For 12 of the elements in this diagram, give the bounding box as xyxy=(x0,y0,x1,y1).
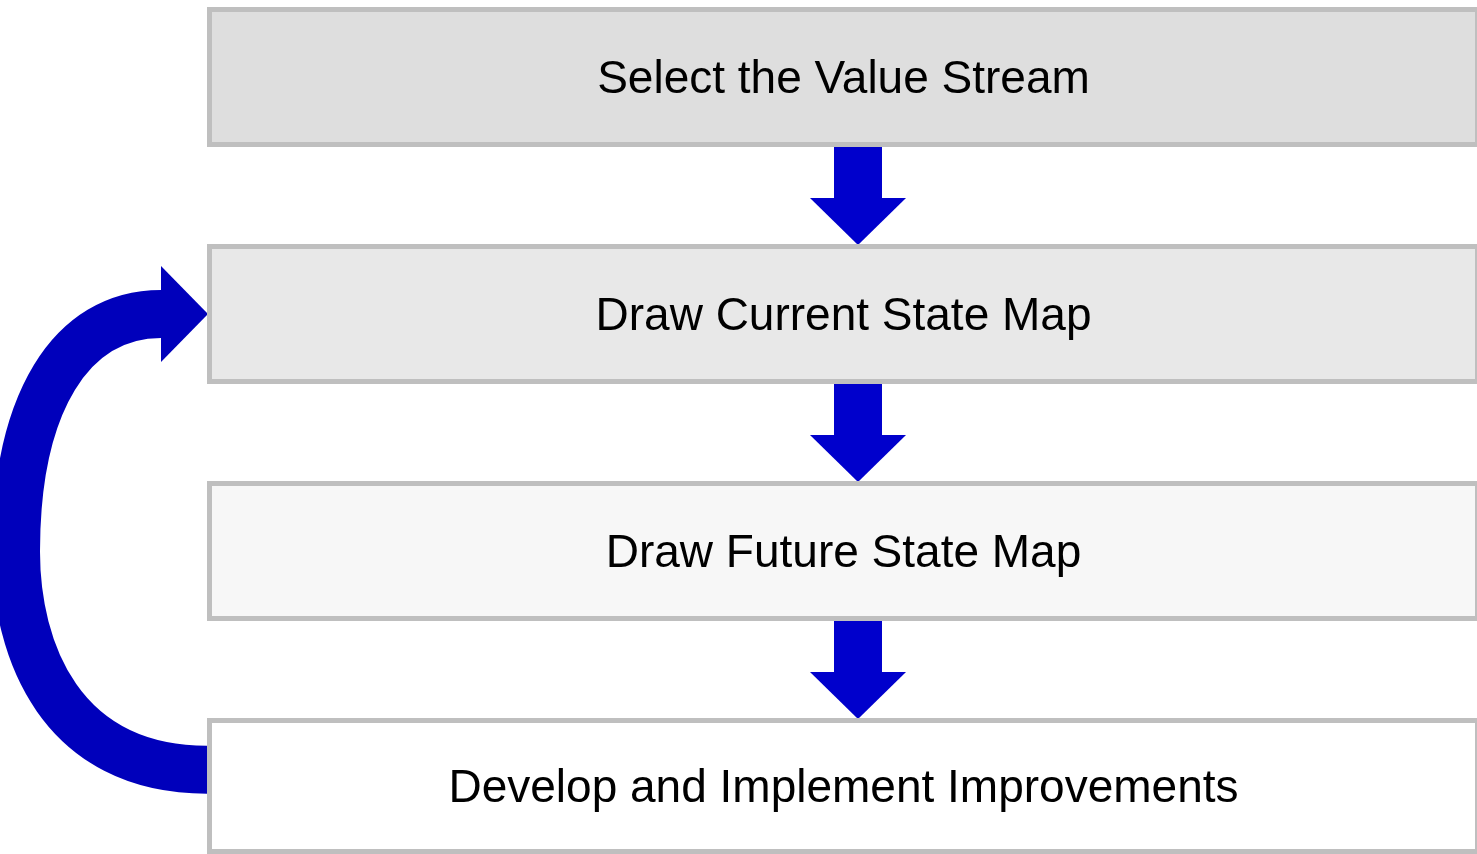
step-label: Draw Future State Map xyxy=(605,523,1082,579)
step-label: Develop and Implement Improvements xyxy=(448,758,1239,814)
step-label: Select the Value Stream xyxy=(597,49,1090,105)
process-box xyxy=(207,244,1477,384)
block-arrow xyxy=(810,147,906,245)
process-box xyxy=(207,718,1477,854)
block-arrow xyxy=(810,621,906,719)
process-box xyxy=(207,481,1477,621)
step-label: Draw Current State Map xyxy=(595,286,1092,342)
process-box xyxy=(207,7,1477,147)
block-arrow xyxy=(810,384,906,482)
block-arrow xyxy=(0,266,209,794)
